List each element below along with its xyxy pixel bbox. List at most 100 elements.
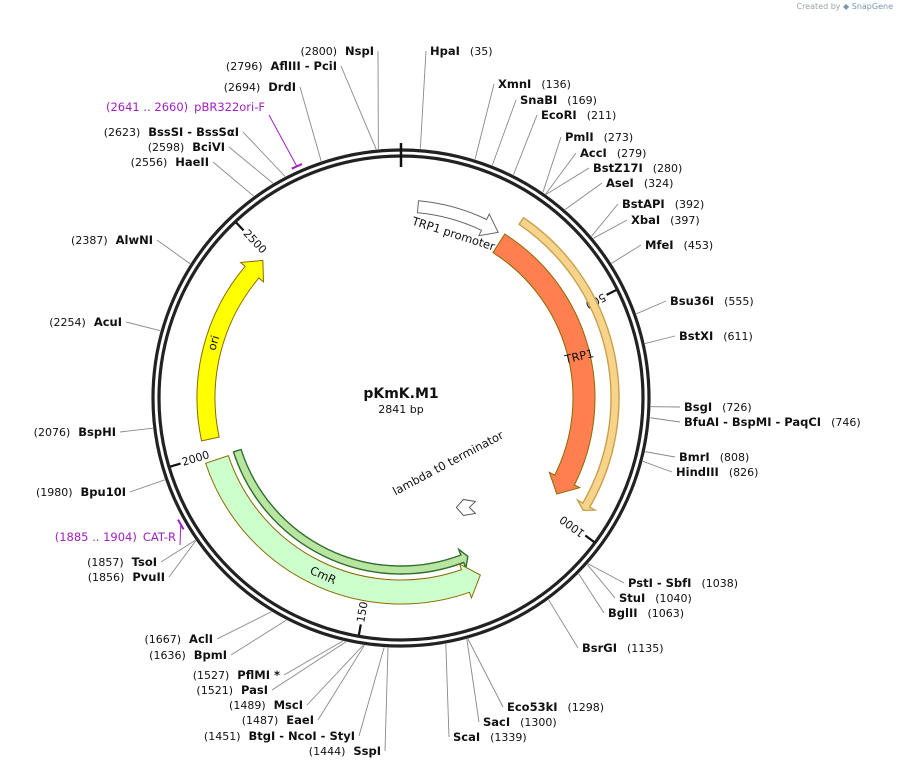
enzyme-site-bstxi[interactable]: BstXI(611) [644, 329, 753, 345]
enzyme-leader-bstz17i [545, 167, 590, 195]
enzyme-site-saci[interactable]: SacI (1300) [466, 639, 557, 729]
enzyme-position: (746) [831, 416, 861, 429]
enzyme-site-pasi[interactable]: (1521)PasI [196, 641, 347, 697]
enzyme-name: EcoRI [541, 108, 577, 122]
enzyme-label-bpu10i: (1980)Bpu10I [36, 485, 126, 499]
cmr-feature[interactable]: CmR [204, 448, 481, 605]
enzyme-site-tsoi[interactable]: (1857)TsoI [87, 539, 196, 569]
enzyme-label-pasi: (1521)PasI [196, 683, 268, 697]
enzyme-position: (1667) [144, 633, 181, 646]
enzyme-site-xbai[interactable]: XbaI(397) [593, 213, 700, 239]
enzyme-site-ecori[interactable]: EcoRI(211) [513, 108, 616, 175]
enzyme-site-bsgi[interactable]: BsgI(726) [650, 400, 752, 414]
enzyme-leader-pasi [271, 641, 347, 691]
enzyme-site-nspi[interactable]: (2800)NspI [300, 44, 379, 150]
trp1-feature[interactable]: TRP1 [492, 216, 620, 511]
enzyme-leader-bstxi [644, 335, 676, 345]
lambda-t0-terminator-feature[interactable]: lambda t0 terminator [390, 428, 506, 516]
enzyme-label-snabi: SnaBI(169) [520, 93, 597, 107]
enzyme-site-pmli[interactable]: PmlI(273) [542, 130, 633, 193]
enzyme-site-bsrgi[interactable]: BsrGI(1135) [548, 599, 664, 655]
trp1-promoter-feature[interactable]: TRP1 promoter [409, 200, 499, 254]
enzyme-leader-pmli [542, 136, 562, 193]
enzyme-site-mfei[interactable]: MfeI(453) [611, 238, 714, 264]
enzyme-position: (2387) [71, 234, 108, 247]
enzyme-site-scai[interactable]: ScaI(1339) [445, 643, 527, 744]
enzyme-site-xmni[interactable]: XmnI(136) [474, 77, 571, 160]
enzyme-label-tsoi: (1857)TsoI [87, 555, 157, 569]
enzyme-site-eco53ki[interactable]: Eco53kI(1298) [467, 638, 605, 714]
lambda-t0-terminator-shape [455, 498, 477, 516]
enzyme-leader-acui [125, 321, 161, 332]
enzyme-site-bstapi[interactable]: BstAPI(392) [591, 197, 705, 237]
primer-cat-r-name: CAT-R [143, 530, 176, 544]
enzyme-site-bmri[interactable]: BmrI(808) [645, 450, 749, 464]
enzyme-site-bcivi[interactable]: (2598)BciVI [148, 140, 274, 184]
enzyme-site-stui[interactable]: StuI (1040) [587, 564, 692, 605]
enzyme-site-bpmi[interactable]: (1636)BpmI [149, 619, 287, 662]
primer-cat-r[interactable]: (1885 .. 1904) CAT-R [55, 519, 185, 546]
primer-pbr322ori-f[interactable]: (2641 .. 2660)pBR322ori-F [106, 100, 303, 170]
enzyme-name: AclI [189, 632, 213, 646]
enzyme-site-pvuii[interactable]: (1856)PvuII [88, 540, 197, 584]
primer-cat-r-label: (1885 .. 1904) CAT-R [55, 530, 176, 544]
enzyme-name: StuI [619, 591, 645, 605]
enzyme-label-sspi: (1444)SspI [309, 744, 381, 758]
enzyme-site-psti-sbfi[interactable]: PstI - SbfI(1038) [587, 563, 738, 590]
enzyme-site-bfuai-bspmi-paqci[interactable]: BfuAI - BspMI - PaqCI(746) [650, 415, 861, 429]
enzyme-site-haeii[interactable]: (2556)HaeII [131, 155, 254, 197]
enzyme-label-btgi-ncoi-styi: (1451)BtgI - NcoI - StyI [204, 729, 355, 743]
enzyme-label-xbai: XbaI(397) [631, 213, 700, 227]
enzyme-site-msci[interactable]: (1489)MscI [229, 644, 364, 712]
enzyme-leader-bsu36i [636, 300, 667, 315]
enzyme-site-drdi[interactable]: (2694)DrdI [224, 80, 322, 162]
enzyme-site-alwni[interactable]: (2387)AlwNI [71, 233, 191, 265]
enzyme-site-sspi[interactable]: (1444)SspI [309, 647, 389, 758]
enzyme-site-bsu36i[interactable]: Bsu36I(555) [636, 294, 754, 315]
enzyme-name: BsrGI [582, 641, 617, 655]
enzyme-label-acci: AccI(279) [580, 146, 646, 160]
enzyme-label-bstz17i: BstZ17I(280) [593, 161, 682, 175]
enzyme-label-eaei: (1487)EaeI [242, 713, 314, 727]
enzyme-site-hindiii[interactable]: HindIII(826) [642, 460, 759, 479]
enzyme-name: BspHI [78, 425, 116, 439]
enzyme-site-bsssi-bsss-i[interactable]: (2623)BssSI - BssSαI [104, 125, 286, 177]
enzyme-leader-snabi [491, 99, 517, 166]
enzyme-label-nspi: (2800)NspI [300, 44, 374, 58]
enzyme-site-acci[interactable]: AccI(279) [545, 146, 647, 195]
tick-label-1000: 1000 [557, 513, 587, 540]
credit-prefix: Created by [796, 2, 841, 11]
enzyme-position: (1300) [520, 716, 557, 729]
enzyme-position: (2598) [148, 141, 185, 154]
enzyme-site-acui[interactable]: (2254)AcuI [49, 315, 161, 332]
enzyme-site-afliii-pcii[interactable]: (2796)AflIII - PciI [226, 59, 377, 150]
enzyme-site-acli[interactable]: (1667) AclI [144, 611, 272, 646]
enzyme-label-pflmi: (1527)PflMI * [193, 668, 280, 682]
enzyme-site-eaei[interactable]: (1487)EaeI [242, 645, 365, 727]
enzyme-site-snabi[interactable]: SnaBI(169) [491, 93, 597, 166]
enzyme-name: SacI [483, 715, 510, 729]
enzyme-label-bpmi: (1636)BpmI [149, 648, 227, 662]
primer-cat-r-position: (1885 .. 1904) [55, 530, 137, 544]
enzyme-position: (1451) [204, 730, 241, 743]
enzyme-position: (136) [541, 78, 571, 91]
enzyme-site-bglii[interactable]: BglII(1063) [578, 573, 684, 620]
enzyme-position: (1040) [655, 592, 692, 605]
enzyme-name: PvuII [132, 570, 165, 584]
enzyme-site-pflmi[interactable]: (1527)PflMI * [193, 640, 343, 682]
enzyme-leader-afliii-pcii [340, 65, 377, 150]
enzyme-leader-tsoi [160, 539, 196, 563]
enzyme-site-bsphi[interactable]: (2076)BspHI [34, 425, 153, 439]
plasmid-name: pKmK.M1 [363, 386, 438, 402]
enzyme-site-hpai[interactable]: HpaI(35) [419, 44, 493, 149]
enzyme-site-asei[interactable]: AseI(324) [564, 176, 673, 210]
enzyme-site-bstz17i[interactable]: BstZ17I(280) [545, 161, 682, 195]
enzyme-leader-ecori [513, 114, 538, 175]
enzyme-site-bpu10i[interactable]: (1980)Bpu10I [36, 479, 165, 499]
enzyme-position: (611) [723, 330, 753, 343]
enzyme-name: PmlI [565, 130, 594, 144]
enzyme-label-scai: ScaI(1339) [453, 730, 527, 744]
ori-feature[interactable]: ori [196, 259, 265, 442]
enzyme-position: (1298) [568, 701, 605, 714]
enzyme-site-btgi-ncoi-styi[interactable]: (1451)BtgI - NcoI - StyI [204, 647, 385, 743]
